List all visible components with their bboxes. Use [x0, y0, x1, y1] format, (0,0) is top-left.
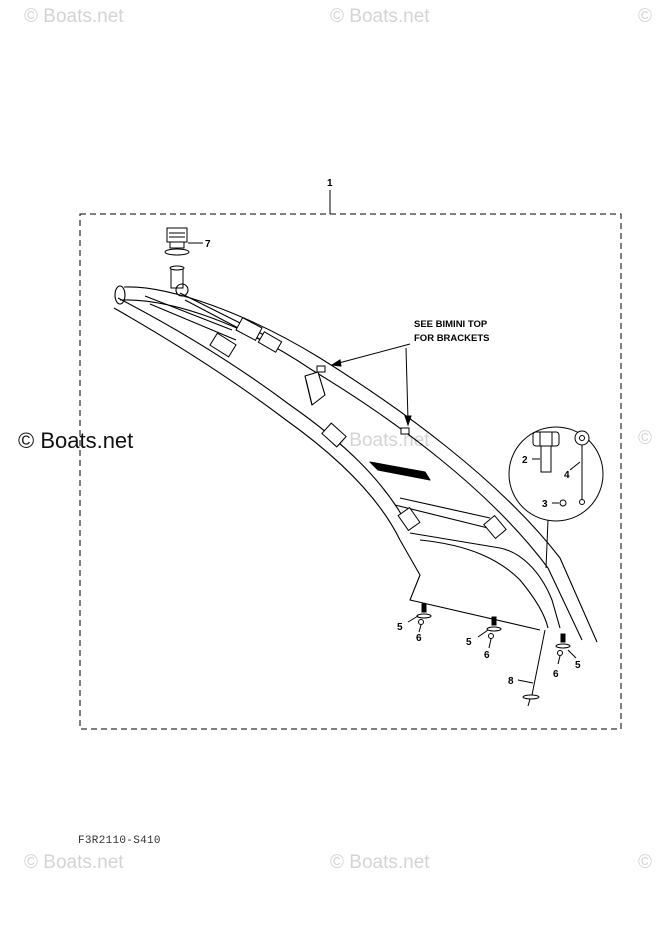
callout-5-right: 5 [575, 660, 581, 671]
mount-hardware-right [555, 633, 577, 665]
bracket-studs [316, 365, 410, 435]
watermark-top-left: © Boats.net [24, 6, 124, 27]
callout-5-center: 5 [466, 637, 472, 648]
support-rod-part [522, 629, 546, 707]
watermark-bottom-right: © [638, 852, 652, 873]
callout-6-center: 6 [484, 650, 490, 661]
watermark-middle-center: © Boats.net [330, 430, 430, 451]
callout-4: 4 [564, 470, 570, 481]
callout-5-left: 5 [397, 622, 403, 633]
callout-3: 3 [542, 499, 548, 510]
callout-6-left: 6 [416, 633, 422, 644]
mount-hardware-left [407, 603, 432, 633]
knob-bolt-part [532, 431, 560, 473]
callout-7: 7 [205, 239, 211, 250]
watermark-middle-right: © [638, 428, 652, 449]
callout-1: 1 [327, 178, 333, 189]
callout-2: 2 [522, 455, 528, 466]
drawing-code: F3R2110-S410 [78, 835, 161, 847]
leader-8 [517, 679, 534, 684]
mount-hardware-center [477, 616, 502, 649]
leader-4 [569, 461, 581, 471]
watermark-middle-left: © Boats.net [18, 428, 134, 453]
watermark-bottom-left: © Boats.net [24, 852, 124, 873]
washer-part [559, 499, 567, 507]
watermark-bottom-center: © Boats.net [330, 852, 430, 873]
lanyard-part [574, 430, 590, 505]
note-line1: SEE BIMINI TOP [414, 319, 488, 330]
assembly-boundary [79, 213, 622, 730]
callout-8: 8 [508, 676, 514, 687]
tube-sleeves [209, 316, 507, 540]
fitting-cap-part [164, 227, 190, 289]
callout-6-right: 6 [553, 669, 559, 680]
detail-leader [545, 519, 549, 569]
watermark-top-center: © Boats.net [330, 6, 430, 27]
watermark-top-right: © [638, 6, 652, 27]
note-arrows [330, 343, 412, 427]
detail-circle [508, 426, 604, 522]
note-line2: FOR BRACKETS [414, 333, 489, 344]
